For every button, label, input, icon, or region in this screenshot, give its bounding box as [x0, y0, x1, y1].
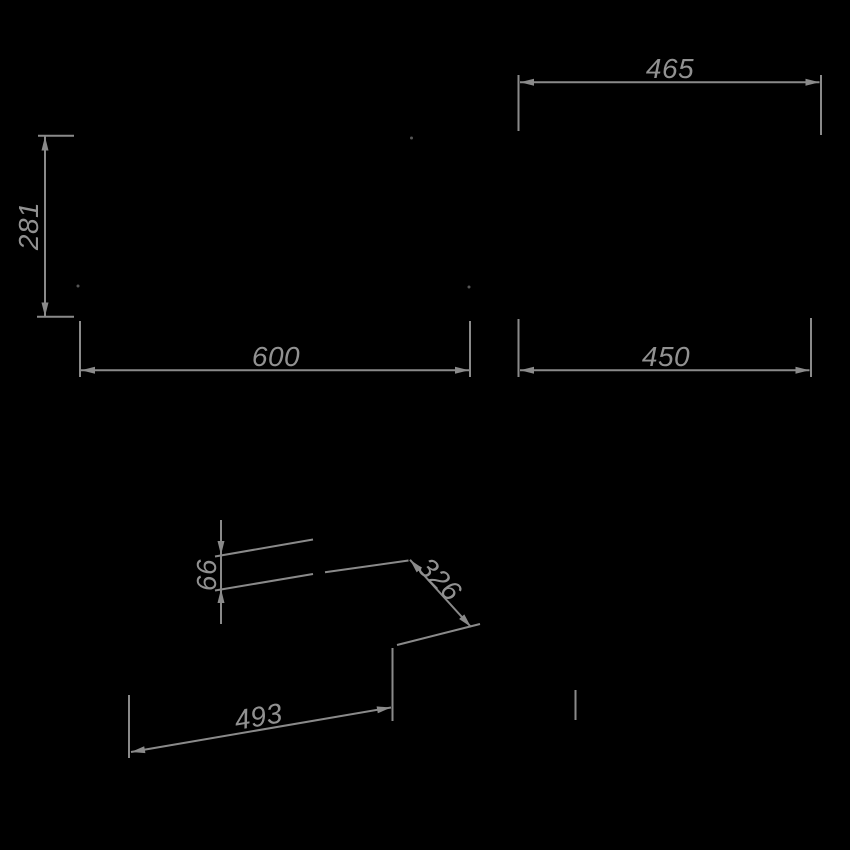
speck	[467, 285, 471, 289]
extension-line	[396, 623, 481, 646]
arrowhead	[131, 746, 146, 754]
arrowhead	[41, 136, 49, 151]
arrowhead	[81, 366, 95, 374]
side-view-dimensions: 465 450	[517, 53, 822, 377]
dim-label-rim-thickness: 66	[191, 559, 222, 591]
arrowhead	[217, 541, 225, 555]
arrowhead	[520, 366, 534, 374]
arrowhead	[376, 706, 391, 714]
dim-label-side-depth-inner: 450	[642, 341, 690, 372]
arrowhead	[455, 366, 469, 374]
extension-line	[214, 538, 314, 558]
dim-label-front-height: 281	[13, 202, 44, 251]
dim-label-diagonal-depth: 326	[412, 551, 468, 607]
arrowhead	[805, 78, 820, 86]
arrowhead	[795, 366, 810, 374]
extension-line	[214, 573, 314, 592]
dimension-line-493	[130, 706, 392, 753]
speck	[410, 136, 413, 140]
residual-specks	[76, 136, 471, 289]
perspective-view-dimensions: 66 326 493	[128, 520, 577, 758]
arrowhead	[41, 302, 49, 317]
dim-label-bowl-length: 493	[232, 697, 285, 736]
arrowhead	[520, 78, 534, 86]
arrowhead	[459, 614, 471, 627]
dim-label-front-width: 600	[252, 341, 300, 372]
speck	[76, 284, 80, 288]
arrowhead	[410, 559, 422, 573]
extension-line	[324, 559, 409, 574]
dimension-line-326	[409, 559, 472, 628]
front-view-dimensions: 281 600	[13, 134, 471, 377]
dim-label-side-depth-overall: 465	[646, 53, 694, 84]
arrowhead	[217, 589, 225, 603]
